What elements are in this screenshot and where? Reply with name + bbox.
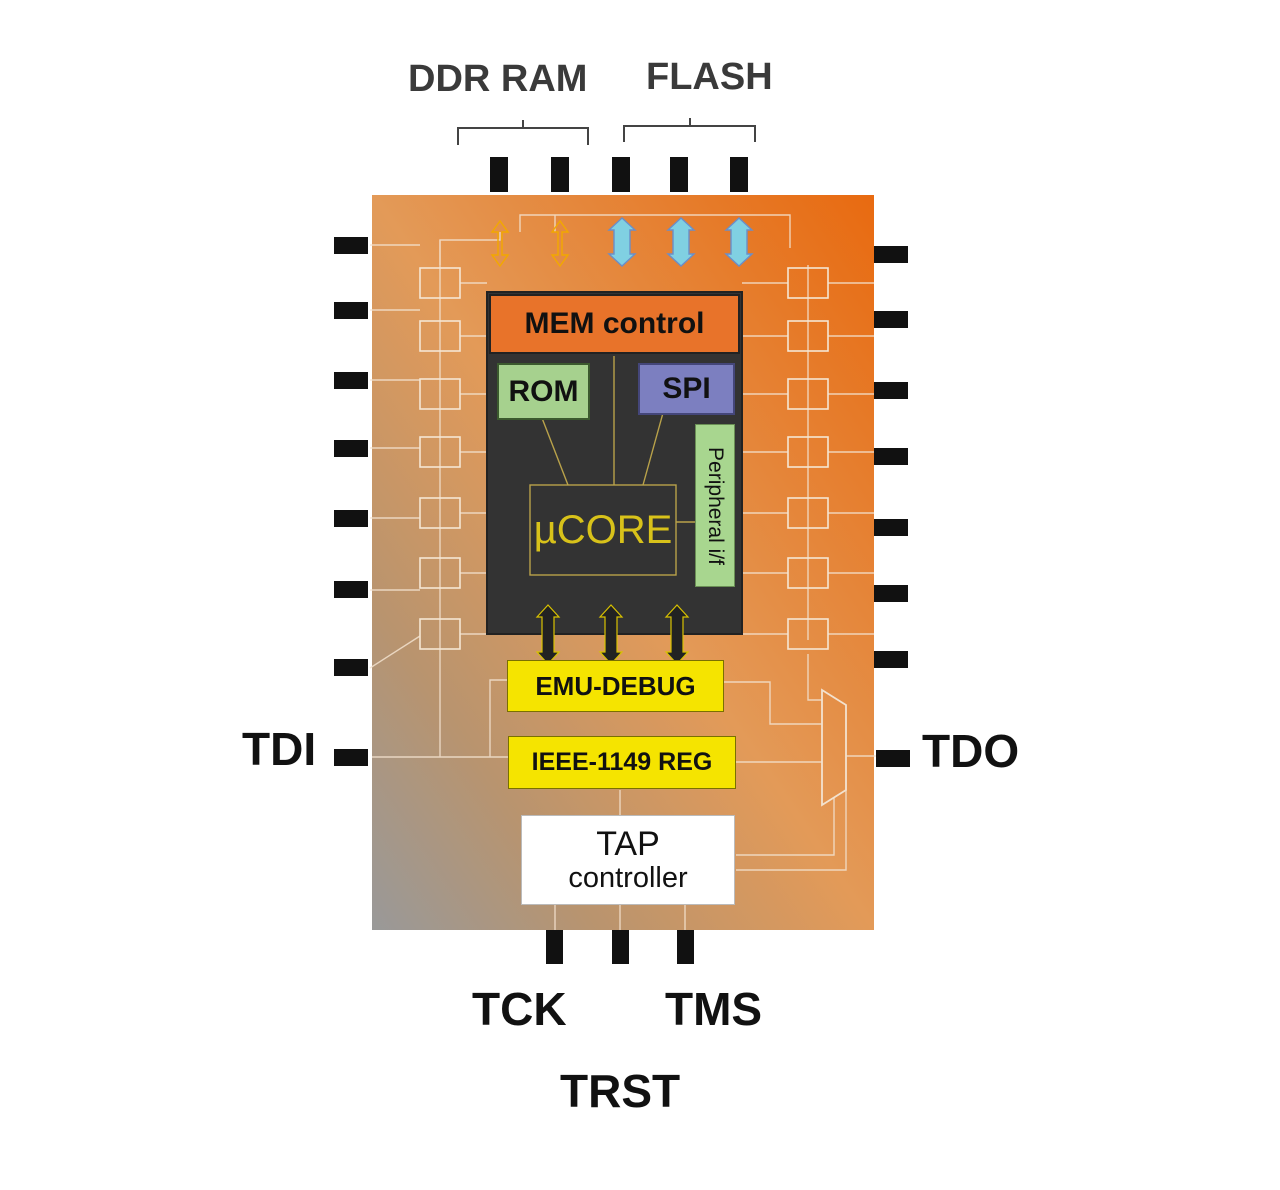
boundary-scan-wiring [369, 214, 876, 930]
tck-pin [546, 930, 563, 964]
tdo-label: TDO [922, 725, 1020, 777]
tdi-label: TDI [242, 723, 317, 775]
core-wiring [529, 356, 697, 576]
flash-bracket [623, 118, 756, 142]
bs-cell [419, 436, 461, 468]
bs-cell [419, 497, 461, 529]
pin [334, 237, 368, 254]
pin [874, 448, 908, 465]
peripheral-if-block: Peripheral i/f [695, 424, 735, 587]
bs-cell [419, 267, 461, 299]
ddr-ram-arrows [490, 219, 570, 268]
bs-cell [419, 320, 461, 352]
pin [612, 157, 630, 192]
left-pins [334, 237, 368, 766]
tdo-pin [876, 750, 910, 767]
tap-controller-line2: controller [568, 861, 688, 894]
emu-debug-block: EMU-DEBUG [507, 660, 724, 712]
tms-pin [677, 930, 694, 964]
rom-block: ROM [497, 363, 590, 420]
output-mux [821, 688, 847, 807]
bidirectional-arrow-icon [490, 219, 510, 268]
pin [334, 440, 368, 457]
pin [874, 651, 908, 668]
pin [490, 157, 508, 192]
bs-cell [787, 267, 829, 299]
bs-cell [787, 557, 829, 589]
bidirectional-arrow-icon [666, 217, 696, 267]
trst-pin [612, 930, 629, 964]
ddr-ram-bracket [457, 120, 589, 145]
bidirectional-arrow-icon [724, 217, 754, 267]
pin [551, 157, 569, 192]
ddr-ram-label: DDR RAM [408, 58, 588, 100]
pin [334, 659, 368, 676]
bs-cell [787, 378, 829, 410]
tap-controller-block: TAP controller [521, 815, 735, 905]
tdi-pin [334, 749, 368, 766]
bottom-pins [546, 930, 694, 964]
pin [874, 585, 908, 602]
ieee-1149-reg-block: IEEE-1149 REG [508, 736, 736, 789]
bs-cell [419, 618, 461, 650]
tck-label: TCK [472, 983, 567, 1035]
spi-block: SPI [638, 363, 735, 415]
pin [874, 311, 908, 328]
pin [874, 519, 908, 536]
ucore-label: µCORE [533, 507, 673, 552]
trst-label: TRST [560, 1065, 681, 1117]
ucore-box [529, 484, 677, 576]
bidirectional-arrow-icon [550, 219, 570, 268]
pin [730, 157, 748, 192]
pin [334, 302, 368, 319]
mem-control-block: MEM control [489, 294, 740, 354]
bs-cell [419, 378, 461, 410]
bidirectional-arrow-icon [607, 217, 637, 267]
pin [334, 510, 368, 527]
flash-arrows [607, 217, 754, 267]
bs-cell [787, 320, 829, 352]
bs-cell [419, 557, 461, 589]
pin [874, 246, 908, 263]
debug-arrows [535, 604, 690, 665]
tap-controller-line1: TAP [596, 824, 660, 863]
peripheral-if-label: Peripheral i/f [704, 446, 728, 565]
bs-cell [787, 618, 829, 650]
right-pins [874, 246, 910, 767]
pin [334, 372, 368, 389]
top-pins [490, 157, 748, 192]
pin [670, 157, 688, 192]
pin [334, 581, 368, 598]
boundary-scan-cells [419, 267, 829, 650]
flash-label: FLASH [646, 56, 773, 98]
pin [874, 382, 908, 399]
tms-label: TMS [665, 983, 763, 1035]
bs-cell [787, 436, 829, 468]
bs-cell [787, 497, 829, 529]
